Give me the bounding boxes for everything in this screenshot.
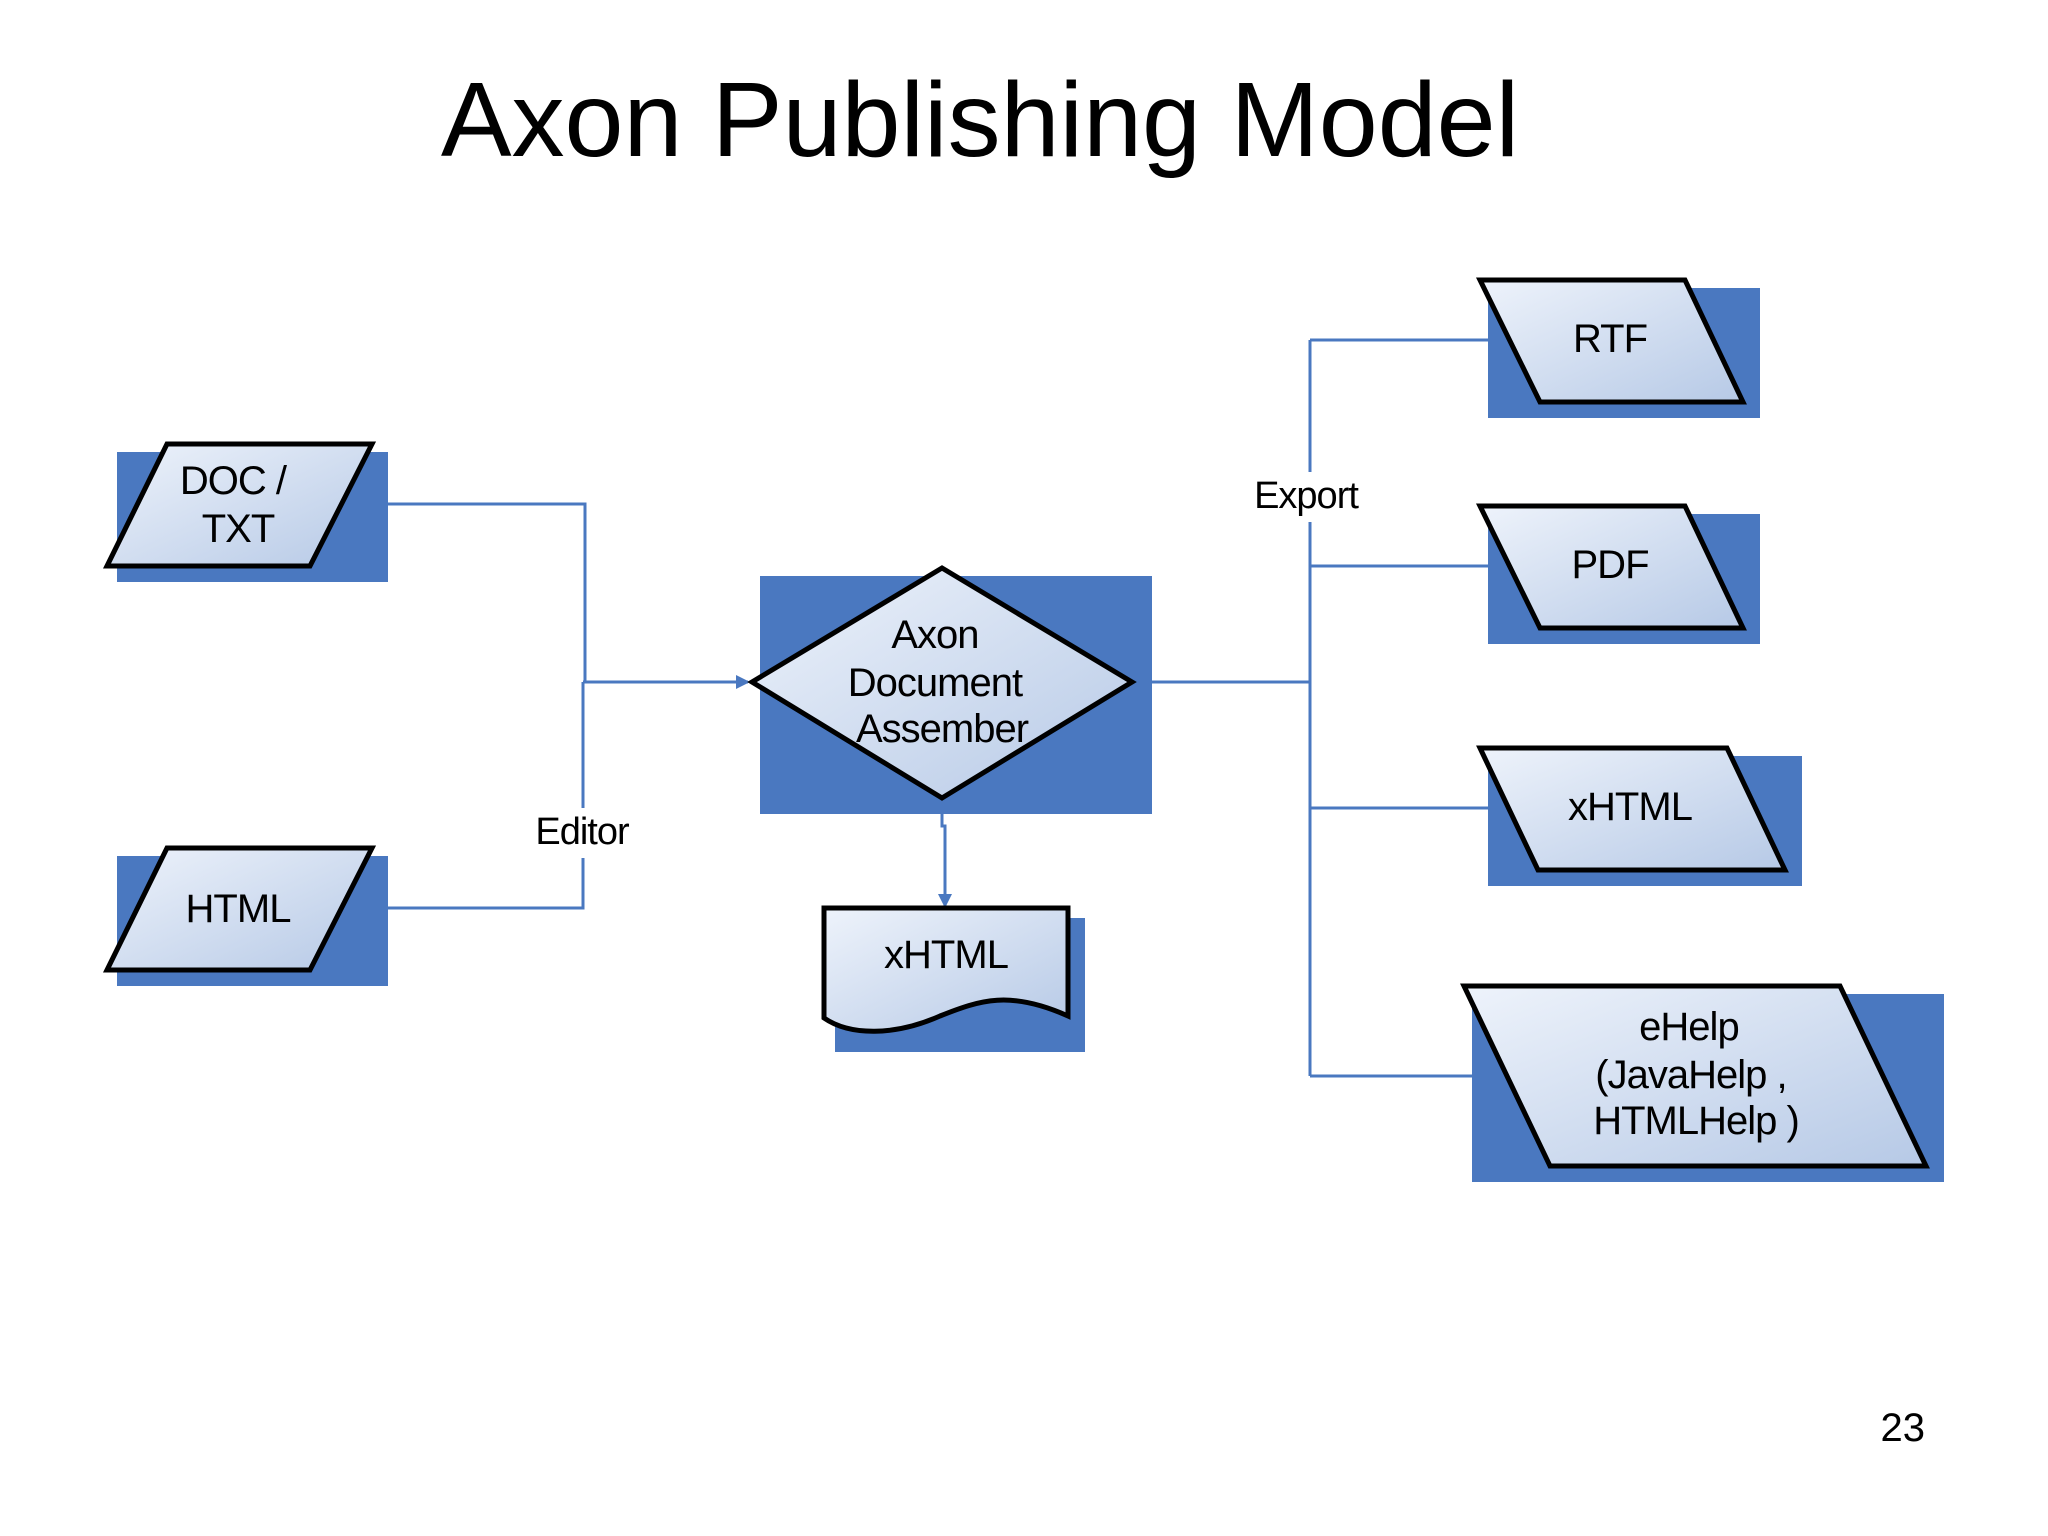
- connectors: [388, 338, 1488, 1078]
- edge-assembler-to-xhtml-doc: [938, 814, 952, 908]
- node-doc-txt-line-1: DOC /: [180, 459, 288, 503]
- node-doc-txt-shape: [102, 441, 377, 569]
- node-xhtml-doc-line-1: xHTML: [884, 933, 1008, 977]
- export-label-bg: [1246, 472, 1374, 522]
- node-assembler: Axon Document Assember: [747, 565, 1152, 814]
- node-assembler-shape: [747, 565, 1137, 801]
- editor-label-bg: [528, 808, 638, 858]
- node-html-in: HTML: [102, 845, 388, 986]
- svg-text:HTML: HTML: [186, 887, 291, 931]
- svg-text:eHelp (JavaHelp ,: eHelp (JavaHelp , HTMLHelp ): [1593, 1005, 1799, 1143]
- node-html-in-line-1: HTML: [186, 887, 291, 931]
- node-assembler-line-3: Assember: [856, 707, 1029, 751]
- node-ehelp-line-3: HTMLHelp ): [1593, 1099, 1799, 1143]
- node-xhtml-out: xHTML: [1476, 745, 1802, 886]
- node-ehelp-shape: [1460, 983, 1930, 1169]
- node-pdf-line-1: PDF: [1572, 543, 1649, 587]
- node-pdf: PDF: [1475, 503, 1760, 644]
- node-doc-txt-line-2: TXT: [202, 507, 275, 551]
- node-xhtml-doc: xHTML: [821, 905, 1085, 1052]
- editor-label: Editor: [535, 811, 630, 853]
- svg-text:RTF: RTF: [1573, 317, 1647, 361]
- node-ehelp: eHelp (JavaHelp , HTMLHelp ): [1460, 983, 1944, 1182]
- node-html-in-shape: [102, 845, 377, 973]
- node-xhtml-doc-shape: [821, 905, 1071, 1034]
- node-assembler-line-1: Axon: [891, 613, 978, 657]
- node-xhtml-out-line-1: xHTML: [1568, 785, 1692, 829]
- node-doc-txt: DOC / TXT: [102, 441, 388, 582]
- node-rtf-shape: [1475, 277, 1747, 405]
- svg-text:Axon Document: Axon Document Assember: [848, 613, 1032, 751]
- node-pdf-shape: [1475, 503, 1747, 631]
- node-xhtml-out-shape: [1476, 745, 1789, 873]
- svg-text:xHTML: xHTML: [884, 933, 1008, 977]
- svg-text:xHTML: xHTML: [1568, 785, 1692, 829]
- page-number: 23: [1880, 1406, 1926, 1450]
- node-rtf-line-1: RTF: [1573, 317, 1647, 361]
- edge-doc-to-editor: [388, 502, 587, 682]
- node-assembler-line-2: Document: [848, 661, 1023, 705]
- node-rtf: RTF: [1475, 277, 1760, 418]
- svg-text:PDF: PDF: [1572, 543, 1649, 587]
- export-label: Export: [1254, 475, 1359, 517]
- edge-html-to-editor: [388, 682, 585, 910]
- svg-text:DOC / TXT: DOC / TXT: [180, 459, 296, 551]
- node-ehelp-line-2: (JavaHelp ,: [1595, 1053, 1786, 1097]
- page-title: Axon Publishing Model: [440, 61, 1520, 179]
- node-ehelp-line-1: eHelp: [1639, 1005, 1739, 1049]
